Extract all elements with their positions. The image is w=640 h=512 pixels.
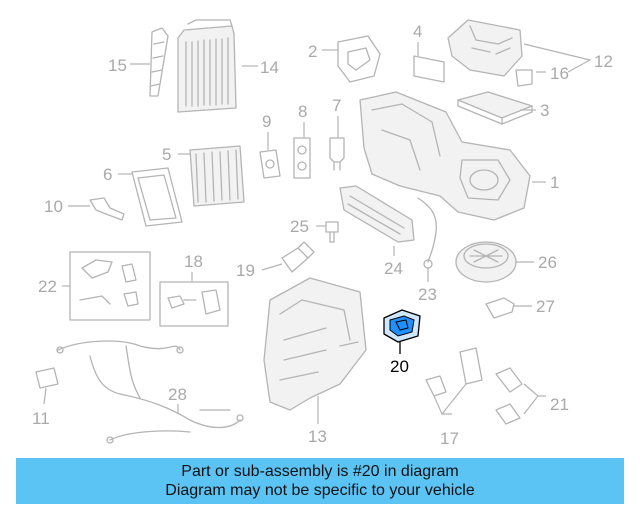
part-8-plate: [293, 137, 311, 179]
part-15-pipe-bracket: [149, 27, 169, 97]
part-4-pad: [413, 55, 445, 83]
part-10-sensor: [89, 197, 125, 221]
banner-line-2: Diagram may not be specific to your vehi…: [165, 482, 475, 499]
part-6-frame: [131, 167, 183, 227]
callout-18: 18: [184, 252, 203, 271]
callout-2: 2: [308, 42, 317, 61]
part-21-clips: [495, 367, 523, 425]
part-28-harness: [56, 340, 244, 444]
callout-19: 19: [236, 261, 255, 280]
banner-line-1: Part or sub-assembly is #20 in diagram: [181, 463, 459, 480]
part-11-sensor: [35, 367, 59, 389]
callout-6: 6: [103, 165, 112, 184]
callout-11: 11: [32, 409, 50, 428]
callout-17: 17: [440, 429, 459, 448]
callout-8: 8: [298, 102, 307, 121]
part-13-lower-case: [263, 277, 367, 411]
part-19-connector: [281, 241, 315, 273]
part-2-seal: [337, 35, 381, 83]
part-14-heater-core: [177, 19, 237, 113]
part-7-valve: [329, 137, 345, 171]
callout-27: 27: [536, 297, 555, 316]
callout-24: 24: [384, 259, 403, 278]
callout-7: 7: [332, 96, 341, 115]
callout-23: 23: [418, 285, 437, 304]
part-1-housing: [359, 91, 531, 221]
callout-9: 9: [262, 112, 271, 131]
part-5-evaporator: [189, 145, 245, 207]
callout-1: 1: [550, 173, 559, 192]
info-banner: Part or sub-assembly is #20 in diagram D…: [16, 458, 624, 504]
part-12-upper-case: [447, 19, 523, 77]
parts-diagram: 15 14 2 4 12 16 3 9 8 7 5 6 1 10 25 24 2…: [32, 19, 613, 448]
part-25-bolt: [325, 221, 339, 243]
part-23-hose: [417, 197, 437, 269]
callout-15: 15: [108, 56, 127, 75]
callout-13: 13: [308, 427, 327, 446]
callout-26: 26: [538, 253, 557, 272]
callout-12: 12: [594, 52, 613, 71]
part-24-duct: [339, 185, 415, 243]
callout-3: 3: [540, 101, 549, 120]
part-22-linkage-kit: [69, 251, 151, 321]
callout-25: 25: [290, 217, 309, 236]
part-26-blower: [455, 241, 517, 283]
callout-16: 16: [550, 64, 569, 83]
leader-lines: [43, 42, 592, 424]
callout-21: 21: [550, 395, 569, 414]
part-16-clip: [515, 69, 533, 87]
part-18-actuator-kit: [159, 281, 229, 327]
callout-22: 22: [38, 277, 57, 296]
part-3-filter: [457, 91, 533, 125]
part-20-highlighted: [383, 309, 421, 343]
callout-14: 14: [260, 58, 279, 77]
callout-20: 20: [390, 357, 409, 376]
part-17-fasteners: [425, 347, 483, 397]
callout-28: 28: [168, 385, 187, 404]
callout-10: 10: [44, 197, 63, 216]
callout-4: 4: [413, 22, 422, 41]
part-27-resistor: [485, 297, 515, 319]
part-9-actuator: [259, 149, 281, 179]
callout-labels: 15 14 2 4 12 16 3 9 8 7 5 6 1 10 25 24 2…: [32, 22, 613, 448]
callout-5: 5: [162, 145, 171, 164]
